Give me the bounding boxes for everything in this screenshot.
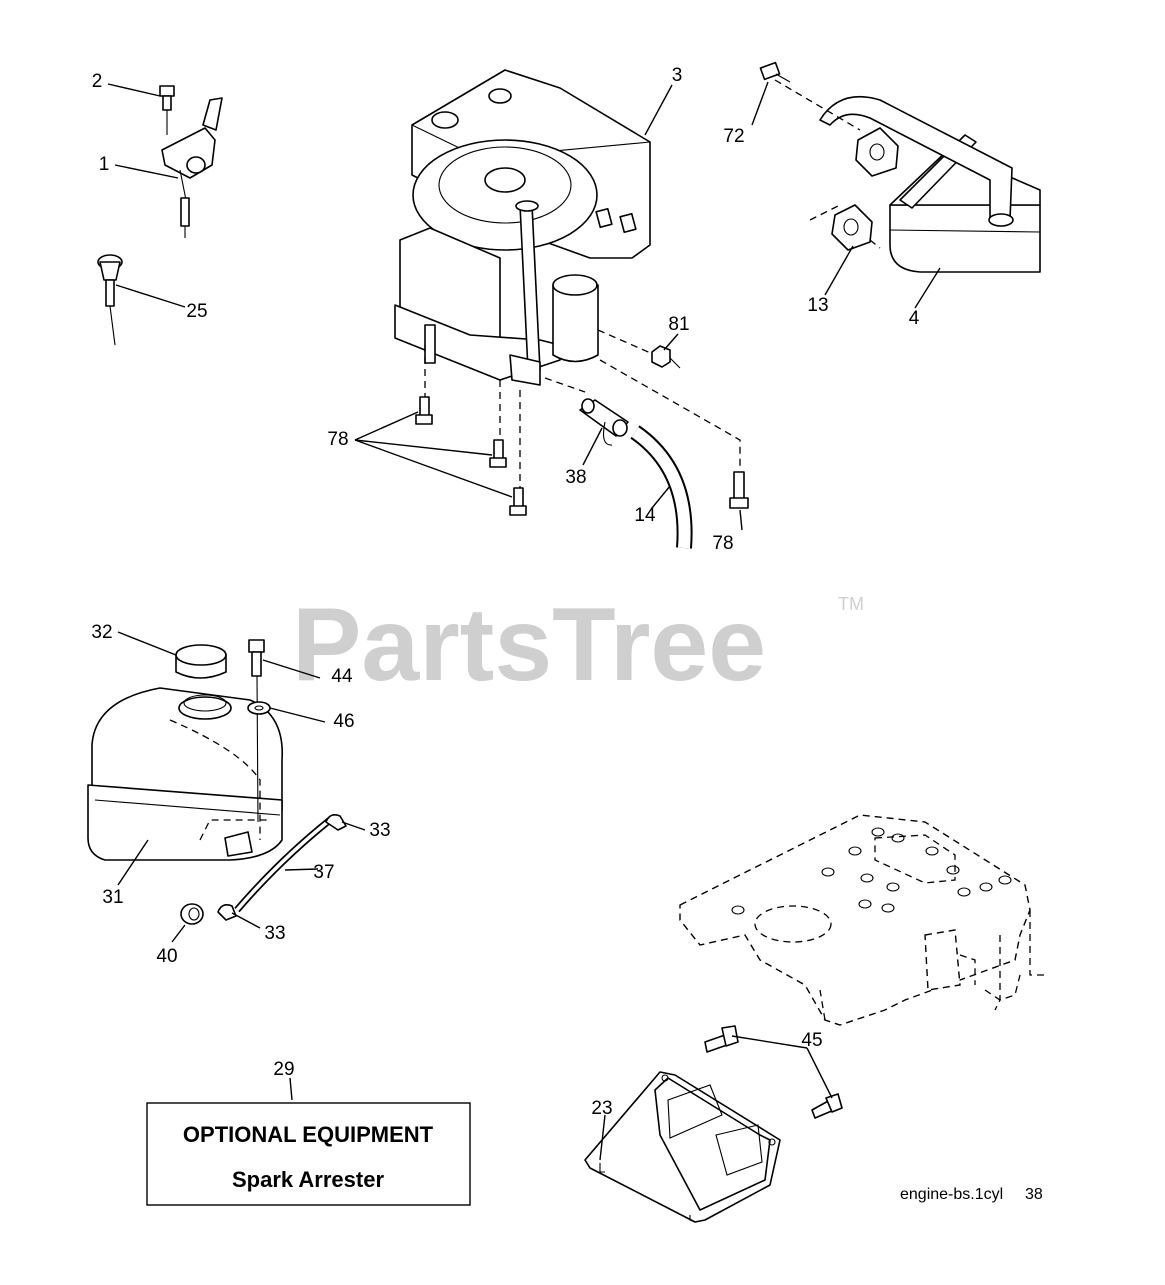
shield-plate-23 (584, 1071, 781, 1223)
bolt-78-d (729, 471, 749, 509)
callout-46: 46 (333, 711, 354, 732)
leader-lines (107, 81, 941, 1161)
callout-78-left: 78 (327, 429, 348, 450)
bolt-78-a (415, 396, 433, 425)
callout-1: 1 (99, 154, 110, 175)
dipstick-part-25 (97, 254, 123, 346)
callout-4: 4 (909, 308, 920, 329)
callout-13: 13 (807, 295, 828, 316)
fuel-cap-32 (175, 644, 227, 679)
callout-72: 72 (723, 126, 744, 147)
bolt-72 (759, 61, 791, 83)
watermark-text: PartsTree (292, 587, 766, 703)
gasket-13 (831, 204, 873, 251)
clamp-33-b (217, 904, 237, 921)
callout-33-upper: 33 (369, 820, 390, 841)
callout-14: 14 (634, 505, 656, 526)
washer-46 (247, 701, 271, 715)
screw-44 (248, 639, 265, 823)
callout-31: 31 (102, 887, 123, 908)
callout-29: 29 (273, 1059, 294, 1080)
callout-2: 2 (92, 71, 103, 92)
callout-44: 44 (331, 666, 353, 687)
clamp-33-a (325, 814, 347, 831)
optional-equipment-subtitle: Spark Arrester (232, 1167, 384, 1192)
callout-25: 25 (186, 301, 207, 322)
callout-23: 23 (591, 1098, 612, 1119)
callout-37: 37 (313, 862, 334, 883)
bushing-40 (180, 903, 204, 925)
fuel-hose-14 (630, 425, 693, 549)
footer-code: engine-bs.1cyl (900, 1186, 1003, 1203)
callout-33-lower: 33 (264, 923, 285, 944)
fuel-filter-38 (579, 398, 629, 446)
optional-equipment-title: OPTIONAL EQUIPMENT (183, 1122, 434, 1147)
bolt-45-a (704, 1025, 739, 1053)
callout-40: 40 (156, 946, 177, 967)
callout-45: 45 (801, 1030, 822, 1051)
fuel-tank-part-31 (87, 687, 283, 861)
callout-32: 32 (91, 622, 112, 643)
muffler-part-4 (819, 96, 1041, 273)
nut-81 (651, 345, 681, 369)
optional-equipment-box (146, 1102, 471, 1206)
callout-78-right: 78 (712, 533, 733, 554)
bolt-78-c (509, 487, 527, 516)
callout-81: 81 (668, 314, 689, 335)
engine-mounting-plate (679, 814, 1045, 1026)
bolt-45-b (811, 1093, 843, 1119)
callout-3: 3 (672, 65, 683, 86)
watermark-trademark: TM (838, 594, 864, 614)
bolt-78-b (489, 439, 507, 468)
throttle-control-part-1 (161, 97, 223, 238)
callout-38: 38 (565, 467, 586, 488)
engine-part-3 (394, 69, 651, 386)
footer-page: 38 (1025, 1186, 1043, 1203)
screw-2 (159, 85, 175, 135)
fuel-line-37 (234, 817, 333, 913)
